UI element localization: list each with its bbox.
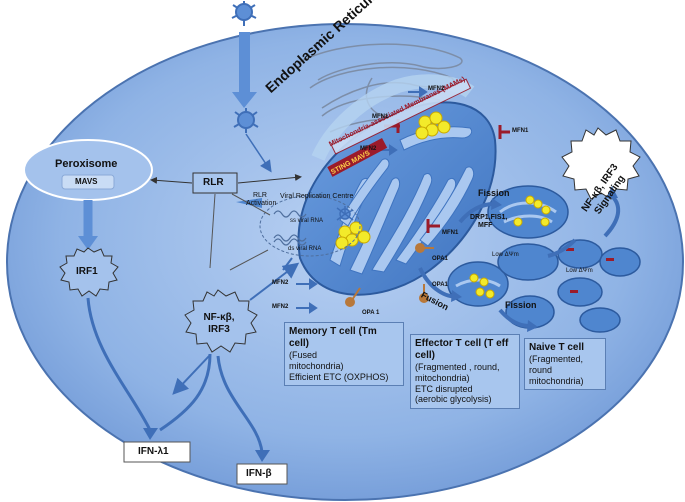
memory-t-cell-line: mitochondria) (289, 360, 344, 371)
low-delta-psi-label: Low ΔΨm (566, 268, 593, 274)
peroxisome-label: Peroxisome (55, 158, 118, 170)
fission-top-label: Fission (478, 188, 510, 198)
low-delta-psi-label: Low ΔΨm (492, 252, 519, 258)
naive-mitochondrion-shape (557, 239, 641, 333)
ss-viral-rna-label: ss viral RNA (290, 218, 324, 224)
mfn2-label: MFN2 (272, 304, 289, 310)
virus-icon (231, 1, 257, 26)
nfkb-irf3-label: NF-κβ, IRF3 (203, 312, 235, 335)
memory-t-cell-line: (Fused (289, 350, 318, 360)
etc-cluster-icon (335, 221, 371, 250)
naive-t-cell-box: Naive T cell (Fragmented, round mitochon… (524, 338, 606, 391)
mfn1-label: MFN1 (512, 128, 529, 134)
mfn1-label: MFN1 (442, 230, 459, 236)
memory-t-cell-line: Efficient ETC (OXPHOS) (289, 371, 389, 382)
naive-t-cell-title: Naive T cell (529, 342, 585, 353)
ifn-lambda1-label: IFN-λ1 (138, 446, 169, 457)
naive-t-cell-line: (Fragmented, (529, 354, 584, 364)
effector-t-cell-title: Effector T cell (T eff cell) (415, 338, 509, 361)
rlr-label: RLR (203, 177, 224, 188)
naive-t-cell-line: round (529, 364, 553, 375)
effector-mitochondrion-shape (447, 261, 509, 307)
ds-viral-rna-label: ds viral RNA (288, 246, 322, 252)
peroxisome-mavs-label: MAVS (75, 177, 98, 186)
effector-t-cell-line: ETC disrupted (415, 383, 473, 394)
nfkb-signaling-node-shape (561, 127, 641, 200)
mfn2-label: MFN2 (428, 86, 445, 92)
ifn-beta-label: IFN-β (246, 468, 272, 479)
opa1-label: OPA1 (432, 282, 448, 288)
fused-mitochondrion-shape (297, 101, 497, 296)
effector-mitochondrion-shape (497, 243, 559, 329)
mfn1-label: MFN1 (372, 114, 389, 120)
ifn-lambda1-box-shape (123, 441, 191, 463)
mfn2-label: MFN2 (272, 280, 289, 286)
rlr-activation-label: RLR Activation (246, 192, 277, 208)
virus-icon (233, 108, 259, 133)
viral-replication-centre-shape (259, 195, 361, 257)
opa1-label: OPA1 (432, 256, 448, 262)
viral-replication-centre-label: Viral Replication Centre (280, 193, 354, 200)
drp1-label: DRP1,FIS1, (470, 214, 508, 221)
effector-t-cell-line: (aerobic glycolysis) (415, 394, 492, 405)
effector-t-cell-box: Effector T cell (T eff cell) (Fragmented… (410, 334, 520, 410)
irf1-label: IRF1 (76, 266, 98, 277)
memory-t-cell-title: Memory T cell (Tm cell) (289, 326, 377, 349)
effector-t-cell-line: mitochondria) (415, 372, 470, 383)
irf1-node-shape (59, 247, 119, 297)
mfn2-label: MFN2 (360, 146, 377, 152)
memory-t-cell-box: Memory T cell (Tm cell) (Fused mitochond… (284, 322, 404, 387)
naive-t-cell-line: mitochondria) (529, 375, 584, 386)
ifn-beta-box-shape (236, 463, 288, 485)
fission-bottom-label: Fission (505, 300, 537, 310)
nfkb-irf3-node-shape (184, 289, 258, 353)
etc-cluster-icon (415, 111, 451, 140)
virus-entry-arrow-icon (232, 92, 257, 108)
mff-label: MFF (478, 222, 493, 229)
effector-t-cell-line: (Fragmented , round, (415, 362, 500, 372)
opa1-label: OPA 1 (362, 310, 380, 316)
